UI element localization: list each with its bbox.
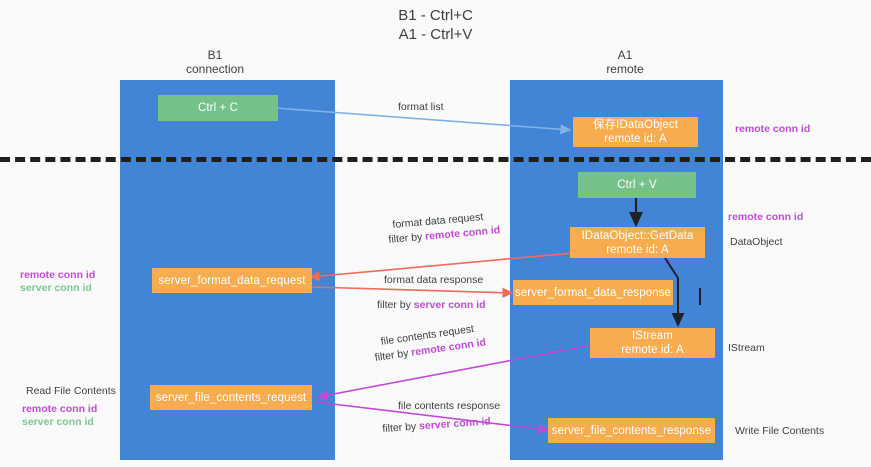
filter-key-server-conn-id: server conn id <box>413 299 486 311</box>
filter-prefix: filter by <box>374 346 413 364</box>
node-idataobject-getdata[interactable]: IDataObject::GetData remote id: A <box>570 227 705 258</box>
annotation-left-read-file-contents: Read File Contents <box>26 385 116 397</box>
annotation-right-dataobject: DataObject <box>730 236 783 248</box>
section-divider <box>0 157 871 162</box>
column-header-b1-name: B1 <box>207 48 223 62</box>
edge-format-data-response <box>311 286 514 298</box>
column-header-b1-role: connection <box>185 62 245 76</box>
annotation-right-remote-conn-id-top: remote conn id <box>735 123 811 135</box>
edge-label-file-contents-response-filter: filter by server conn id <box>382 415 491 436</box>
annotation-right-istream: IStream <box>728 342 765 354</box>
edge-label-format-data-response-filter: filter by server conn id <box>377 299 486 312</box>
annotation-left-server-conn-id-bottom: server conn id <box>22 416 94 428</box>
node-server-format-data-request[interactable]: server_format_data_request <box>152 268 312 293</box>
filter-prefix: filter by <box>382 420 420 435</box>
annotation-left-remote-conn-id-mid: remote conn id <box>20 269 96 281</box>
node-server-file-contents-response[interactable]: server_file_contents_response <box>548 418 715 443</box>
filter-prefix: filter by <box>377 299 414 311</box>
annotation-right-remote-conn-id-mid: remote conn id <box>728 211 804 223</box>
title-line-2: A1 - Ctrl+V <box>398 26 473 43</box>
node-ctrl-c[interactable]: Ctrl + C <box>158 95 278 121</box>
annotation-right-write-file-contents: Write File Contents <box>735 425 825 437</box>
filter-key-server-conn-id: server conn id <box>418 415 492 433</box>
diagram-title: B1 - Ctrl+C A1 - Ctrl+V <box>0 6 871 44</box>
node-save-idataobject[interactable]: 保存IDataObject remote id: A <box>573 117 698 147</box>
edge-label-format-list: format list <box>398 101 444 113</box>
node-istream[interactable]: IStream remote id: A <box>590 328 715 358</box>
filter-prefix: filter by <box>388 230 426 246</box>
annotation-left-server-conn-id-mid: server conn id <box>20 282 92 294</box>
node-server-file-contents-request[interactable]: server_file_contents_request <box>150 385 312 410</box>
title-line-1: B1 - Ctrl+C <box>398 7 473 24</box>
node-ctrl-v[interactable]: Ctrl + V <box>578 172 696 198</box>
edge-label-file-contents-response: file contents response <box>398 400 501 412</box>
column-header-a1-role: remote <box>606 62 644 76</box>
column-header-a1-name: A1 <box>617 48 633 62</box>
edge-label-format-data-response: format data response <box>384 274 484 286</box>
node-server-format-data-response[interactable]: server_format_data_response <box>513 280 673 305</box>
annotation-left-remote-conn-id-bottom: remote conn id <box>22 403 98 415</box>
